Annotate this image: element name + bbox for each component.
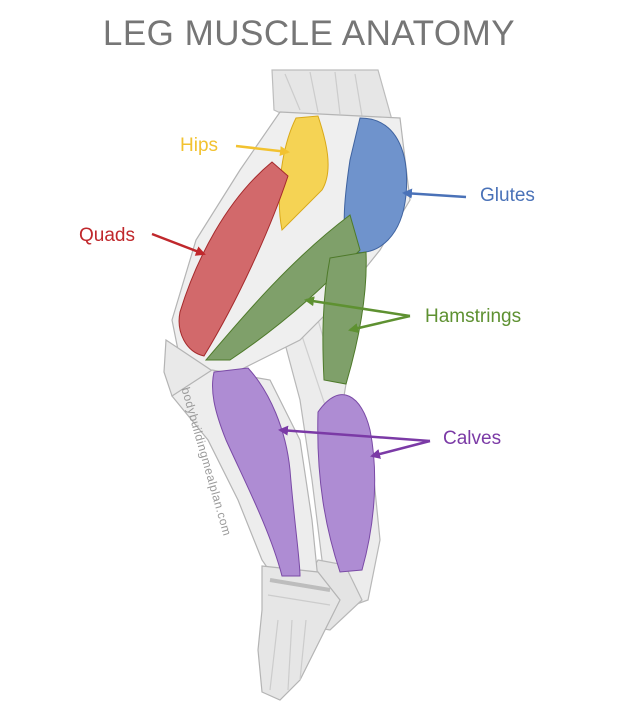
label-hips: Hips bbox=[180, 135, 219, 156]
hips-arrow bbox=[235, 144, 290, 157]
hamstrings-arrow-1 bbox=[304, 296, 411, 318]
glutes-arrow bbox=[402, 188, 467, 199]
hamstrings-arrow-2 bbox=[348, 314, 411, 334]
quads-muscle bbox=[178, 161, 289, 357]
page-title: LEG MUSCLE ANATOMY bbox=[102, 14, 516, 53]
hamstrings-muscle bbox=[204, 214, 367, 385]
label-calves: Calves bbox=[443, 428, 502, 449]
glutes-muscle bbox=[343, 117, 408, 253]
calves-arrow-2 bbox=[370, 439, 431, 459]
quads-arrow bbox=[151, 232, 206, 256]
label-quads: Quads bbox=[79, 225, 135, 246]
label-hamstrings: Hamstrings bbox=[425, 306, 522, 327]
calves-arrow-1 bbox=[278, 425, 431, 443]
label-glutes: Glutes bbox=[480, 185, 535, 206]
